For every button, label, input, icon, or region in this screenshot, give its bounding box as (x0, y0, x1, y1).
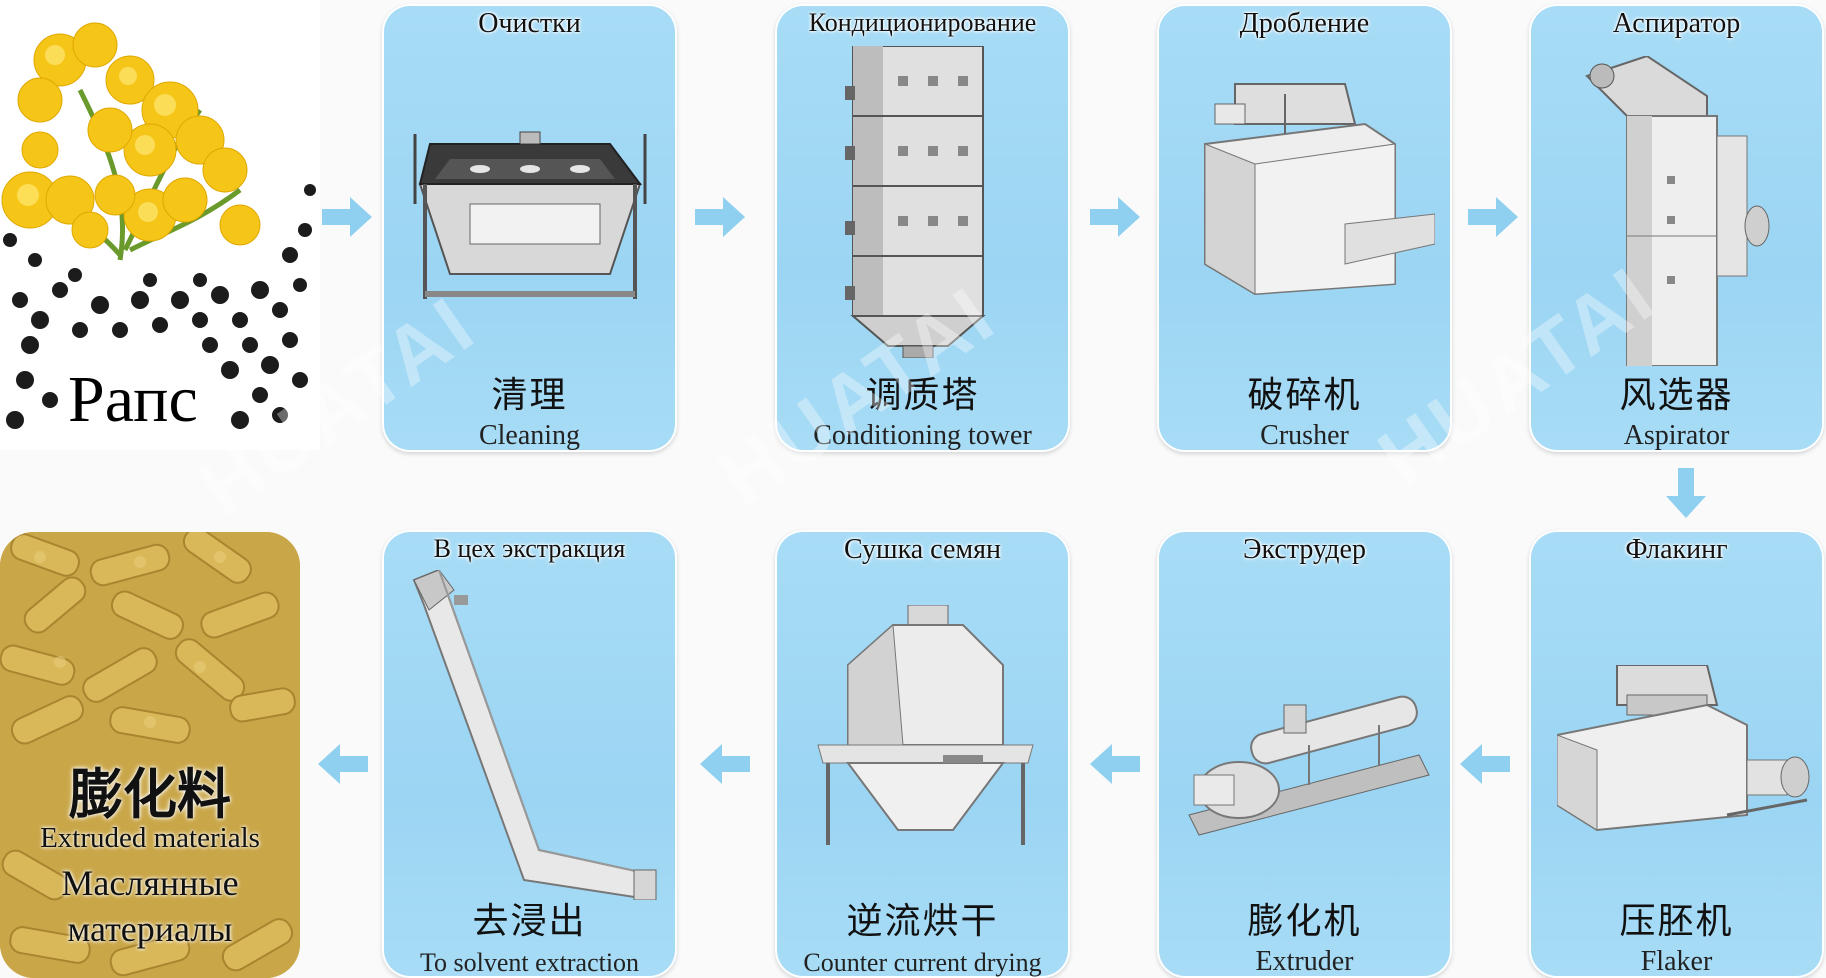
step-title-cn: 膨化机 (1247, 901, 1362, 942)
arrow-right-icon (1090, 197, 1140, 237)
conveyor-icon (394, 570, 664, 900)
step-title-ru: Очистки (478, 8, 581, 39)
step-conditioning-card: Кондиционирование (775, 4, 1070, 452)
pellet-illustration (0, 532, 300, 978)
step-title-ru: В цех экстракция (433, 534, 626, 563)
step-flaker-card: Флакинг 压胚机 Flaker (1529, 530, 1824, 978)
step-extruder-card: Экструдер 膨化机 Extruder (1157, 530, 1452, 978)
flaker-machine-icon (1557, 665, 1817, 835)
step-title-ru: Кондиционирование (808, 8, 1037, 37)
step-drying-card: Сушка семян 逆流烘干 Counter current drying (775, 530, 1070, 978)
dryer-machine-icon (813, 605, 1038, 845)
step-title-cn: 去浸出 (472, 901, 587, 942)
step-title-en: Conditioning tower (813, 420, 1032, 451)
step-title-ru: Сушка семян (844, 534, 1001, 565)
step-title-ru: Экструдер (1243, 534, 1366, 565)
product-name-en: Extruded materials (40, 822, 260, 854)
arrow-right-icon (1468, 197, 1518, 237)
step-title-ru: Аспиратор (1612, 8, 1741, 39)
step-title-en: Extruder (1255, 946, 1354, 977)
step-title-en: Aspirator (1623, 420, 1730, 451)
rapeseed-label: Рапс (68, 363, 198, 436)
arrow-left-icon (318, 744, 368, 784)
step-title-en: Crusher (1260, 420, 1349, 451)
arrow-left-icon (1090, 744, 1140, 784)
step-title-en: Flaker (1640, 946, 1713, 977)
extruder-machine-icon (1179, 685, 1439, 845)
step-title-en: To solvent extraction (419, 948, 640, 977)
step-title-en: Counter current drying (803, 948, 1042, 977)
product-name-cn: 膨化料 (69, 763, 231, 826)
arrow-right-icon (695, 197, 745, 237)
arrow-left-icon (1460, 744, 1510, 784)
cleaning-machine-icon (410, 124, 650, 314)
aspirator-machine-icon (1577, 56, 1777, 366)
step-cleaning-card: Очистки 清理 Cleaning (382, 4, 677, 452)
step-aspirator-card: Аспиратор 风选器 Aspirator (1529, 4, 1824, 452)
extruded-product-image: 膨化料 Extruded materials Маслянные материа… (0, 532, 300, 978)
step-title-ru: Дробление (1239, 8, 1370, 39)
arrow-left-icon (700, 744, 750, 784)
step-title-cn: 逆流烘干 (846, 901, 999, 942)
arrow-right-icon (322, 197, 372, 237)
step-title-cn: 清理 (491, 375, 568, 416)
product-name-ru-line2: материалы (67, 909, 233, 949)
rapeseed-image: Рапс (0, 0, 320, 450)
crusher-machine-icon (1195, 74, 1435, 304)
step-title-cn: 破碎机 (1247, 375, 1362, 416)
step-crusher-card: Дробление 破碎机 Crusher (1157, 4, 1452, 452)
step-title-ru: Флакинг (1625, 534, 1728, 565)
conditioning-tower-icon (843, 46, 993, 358)
product-name-ru-line1: Маслянные (61, 863, 239, 903)
arrow-down-icon (1666, 468, 1706, 518)
step-title-cn: 风选器 (1619, 375, 1734, 416)
step-title-en: Cleaning (478, 420, 581, 451)
step-extraction-card: В цех экстракция 去浸出 To solvent extracti… (382, 530, 677, 978)
rapeseed-illustration (1, 22, 316, 429)
step-title-cn: 压胚机 (1619, 901, 1734, 942)
step-title-cn: 调质塔 (865, 375, 980, 416)
